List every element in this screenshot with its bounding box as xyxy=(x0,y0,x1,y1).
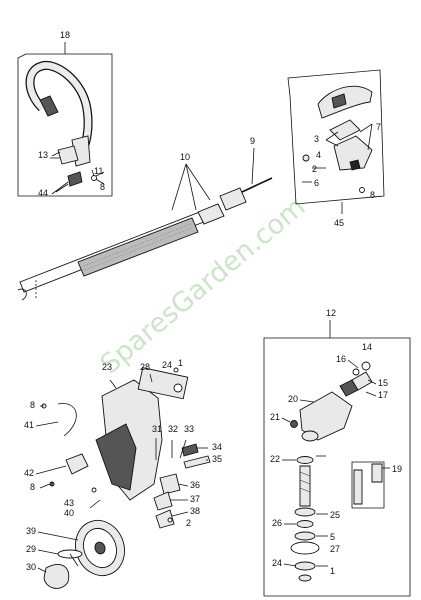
callout-6: 6 xyxy=(314,178,319,188)
callout-36: 36 xyxy=(190,480,200,490)
callout-3: 3 xyxy=(314,134,319,144)
callout-25: 25 xyxy=(330,510,340,520)
gearbox-assembly-group xyxy=(263,320,411,597)
throttle-trigger xyxy=(333,135,373,171)
guard-strap-41 xyxy=(57,403,77,437)
callout-19: 19 xyxy=(392,464,402,474)
circlip-14 xyxy=(361,361,371,371)
callout-28: 28 xyxy=(140,362,150,372)
callout-8a: 8 xyxy=(100,182,105,192)
wheel-cap-30 xyxy=(43,564,70,589)
callout-31: 31 xyxy=(152,424,162,434)
coupling-part xyxy=(219,187,247,211)
handle-assembly-group xyxy=(17,42,113,197)
callout-9: 9 xyxy=(250,136,255,146)
callout-13: 13 xyxy=(38,150,48,160)
callout-43: 43 xyxy=(64,498,74,508)
callout-24b: 24 xyxy=(272,558,282,568)
gear-head-housing xyxy=(299,391,353,441)
callout-2b: 2 xyxy=(186,518,191,528)
callout-15: 15 xyxy=(378,378,388,388)
throttle-group-frame xyxy=(287,69,385,205)
callout-10: 10 xyxy=(180,152,190,162)
callout-4: 4 xyxy=(316,150,321,160)
callout-1b: 1 xyxy=(330,566,335,576)
callout-37: 37 xyxy=(190,494,200,504)
callout-35: 35 xyxy=(212,454,222,464)
callout-1a: 1 xyxy=(178,358,183,368)
callout-27: 27 xyxy=(330,544,340,554)
foam-grip xyxy=(77,217,199,277)
callout-30: 30 xyxy=(26,562,36,572)
callout-7: 7 xyxy=(376,122,381,132)
callout-24a: 24 xyxy=(162,360,172,370)
spindle-shaft xyxy=(299,465,311,507)
callout-45: 45 xyxy=(334,218,344,228)
callout-20: 20 xyxy=(288,394,298,404)
callout-16: 16 xyxy=(336,354,346,364)
callout-40: 40 xyxy=(64,508,74,518)
callout-34: 34 xyxy=(212,442,222,452)
blade-collar xyxy=(290,541,320,555)
gearbox-group-frame xyxy=(263,337,411,597)
callout-44: 44 xyxy=(38,188,48,198)
callout-26: 26 xyxy=(272,518,282,528)
callout-8d: 8 xyxy=(30,482,35,492)
callout-29: 29 xyxy=(26,544,36,554)
clamp-part xyxy=(57,145,79,165)
wheel-group xyxy=(43,519,125,589)
handle-group-frame xyxy=(17,53,113,197)
guard-bracket xyxy=(95,423,137,491)
callout-12: 12 xyxy=(326,308,336,318)
callout-8c: 8 xyxy=(30,400,35,410)
callout-5: 5 xyxy=(330,532,335,542)
leader-lines xyxy=(35,151,390,573)
callout-39: 39 xyxy=(26,526,36,536)
callout-18: 18 xyxy=(60,30,70,40)
drive-shaft-group xyxy=(17,147,273,301)
callout-33: 33 xyxy=(184,424,194,434)
callout-32: 32 xyxy=(168,424,178,434)
throttle-housing-group xyxy=(287,69,385,214)
callout-14: 14 xyxy=(362,342,372,352)
callout-11: 11 xyxy=(94,166,103,176)
callout-8b: 8 xyxy=(370,190,375,200)
edger-guard-group xyxy=(41,367,211,529)
drive-cable xyxy=(241,177,273,193)
callout-2a: 2 xyxy=(312,164,317,174)
callout-38: 38 xyxy=(190,506,200,516)
callout-23: 23 xyxy=(102,362,112,372)
callout-17: 17 xyxy=(378,390,388,400)
callout-labels: 18 13 11 44 8 10 9 3 7 4 2 6 8 45 12 14 … xyxy=(24,30,402,576)
callout-22: 22 xyxy=(270,454,280,464)
callout-42: 42 xyxy=(24,468,34,478)
callout-41: 41 xyxy=(24,420,34,430)
callout-21: 21 xyxy=(270,412,280,422)
